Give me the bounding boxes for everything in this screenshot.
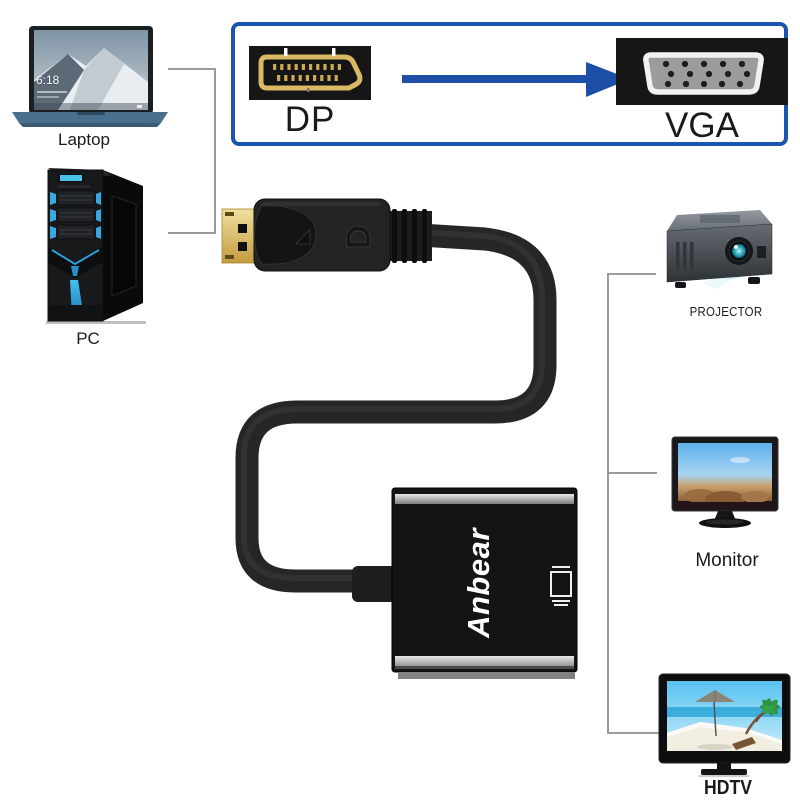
laptop-label: Laptop	[58, 130, 110, 149]
adapter-image	[352, 487, 578, 679]
vga-port-icon	[616, 38, 788, 105]
projector-image	[666, 210, 773, 289]
dp-symbol-icon	[550, 566, 572, 606]
laptop-date-line	[37, 96, 59, 98]
dp-label: DP	[284, 100, 336, 139]
svg-text:D: D	[340, 225, 378, 250]
dp-plug-image: D	[221, 198, 432, 272]
cable-image	[235, 223, 557, 593]
hdtv-image	[658, 673, 791, 777]
dp-port-icon	[249, 46, 371, 100]
monitor-label: Monitor	[695, 550, 759, 571]
monitor-image	[671, 436, 779, 528]
hdtv-label: HDTV	[704, 777, 752, 799]
laptop-clock-text: 6:18	[36, 73, 60, 87]
right-bracket-line	[607, 273, 662, 734]
pc-label: PC	[76, 329, 100, 348]
anbear-brand-logo: Anbear	[461, 528, 496, 638]
projector-label: PROJECTOR	[689, 304, 763, 319]
pc-tower-image	[46, 168, 146, 324]
left-bracket-line	[168, 68, 216, 234]
vga-label: VGA	[665, 106, 739, 145]
arrow-right-icon	[402, 62, 630, 97]
laptop-date-line	[37, 91, 67, 93]
